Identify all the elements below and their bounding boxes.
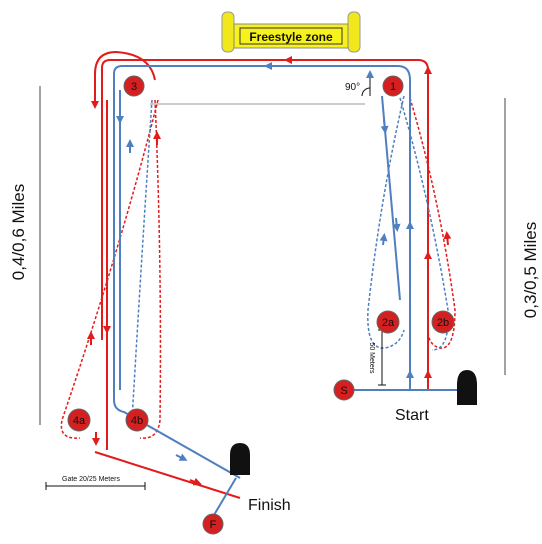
mark-finish: F xyxy=(202,513,224,535)
finish-label: Finish xyxy=(248,497,291,514)
banner-post-left xyxy=(221,11,235,53)
mark-4a: 4a xyxy=(67,408,91,432)
red-dotted-4b xyxy=(139,99,162,439)
angle-label: 90° xyxy=(345,82,360,93)
red-dotted-2b-loop xyxy=(409,97,456,349)
blue-dotted-2a-loop xyxy=(367,95,405,349)
mark-4a-label: 4a xyxy=(73,415,86,427)
start-gate xyxy=(457,370,477,405)
banner-inner xyxy=(239,27,343,45)
finish-line xyxy=(213,477,237,516)
mark-3-label: 3 xyxy=(131,81,137,93)
gate-label: Gate 20/25 Meters xyxy=(62,476,120,483)
banner-post-right xyxy=(347,11,361,53)
mark-4b-label: 4b xyxy=(131,415,143,427)
mark-2a: 2a xyxy=(376,310,400,334)
mark-3: 3 xyxy=(123,75,145,97)
gate-measure: Gate 20/25 Meters xyxy=(45,476,146,490)
right-distance-label: 0,3/0,5 Miles xyxy=(521,222,540,318)
mark-finish-label: F xyxy=(210,519,217,531)
angle-marker: 90° xyxy=(345,70,374,97)
start-label: Start xyxy=(395,407,429,424)
mark-1-label: 1 xyxy=(390,81,396,93)
mark-2a-label: 2a xyxy=(382,317,395,329)
red-dotted-4a xyxy=(60,99,159,439)
mark-2b: 2b xyxy=(431,310,455,334)
red-finish-run xyxy=(94,451,241,499)
banner-label: Freestyle zone xyxy=(249,30,333,44)
blue-dotted-4b xyxy=(131,99,153,421)
fifty-meters-label: 50 Meters xyxy=(368,342,375,374)
blue-dotted-2b-loop xyxy=(399,97,449,351)
freestyle-zone-banner: Freestyle zone xyxy=(221,11,361,53)
left-distance-label: 0,4/0,6 Miles xyxy=(9,184,28,280)
blue-main-route xyxy=(113,65,411,479)
mark-2b-label: 2b xyxy=(437,317,449,329)
red-main-route xyxy=(101,59,429,390)
mark-1: 1 xyxy=(382,75,404,97)
mark-4b: 4b xyxy=(125,408,149,432)
mark-start-label: S xyxy=(340,385,347,397)
mark-start: S xyxy=(333,379,355,401)
finish-gate xyxy=(230,443,250,475)
